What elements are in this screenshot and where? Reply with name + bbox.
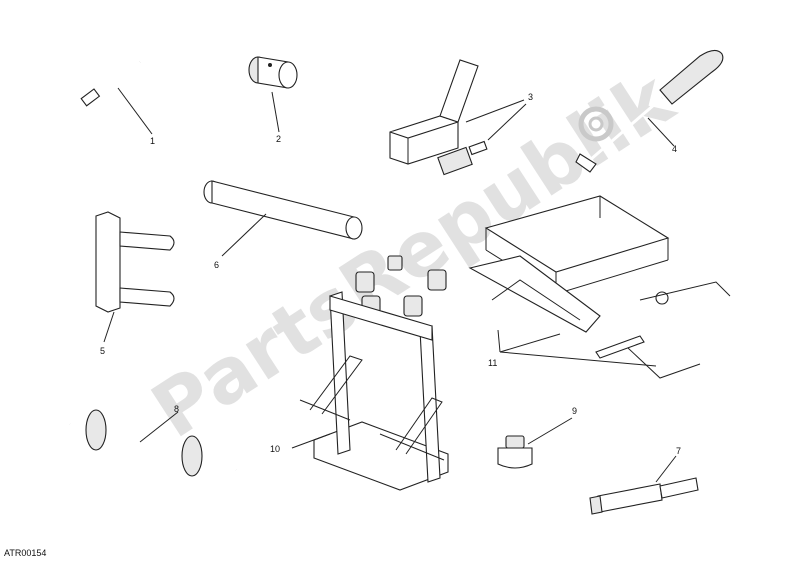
part-1-pin-tool <box>80 61 153 135</box>
part-10-stand <box>291 291 449 491</box>
callout-1: 1 <box>150 136 155 146</box>
callout-5: 5 <box>100 346 105 356</box>
part-2-sleeve <box>248 56 298 133</box>
callout-10: 10 <box>270 444 280 454</box>
part-11-lift-stand <box>468 195 731 379</box>
part-9-adapter <box>497 417 573 469</box>
part-5-frame-block <box>95 211 175 343</box>
callout-7: 7 <box>676 446 681 456</box>
callout-4: 4 <box>672 144 677 154</box>
part-7-valve-tool <box>589 455 699 515</box>
part-4-handle-tool <box>575 49 724 173</box>
callout-11: 11 <box>488 358 497 368</box>
callout-8: 8 <box>174 404 179 414</box>
part-3-case-and-tool <box>389 59 527 176</box>
part-6-roller-tube <box>203 180 363 257</box>
watermark-gear-icon <box>578 106 614 142</box>
callout-labels: 1 2 3 4 5 6 7 8 9 10 11 <box>100 92 681 456</box>
callout-3: 3 <box>528 92 533 102</box>
callout-9: 9 <box>572 406 577 416</box>
callout-6: 6 <box>214 260 219 270</box>
callout-2: 2 <box>276 134 281 144</box>
drawing-code: ATR00154 <box>4 548 47 558</box>
part-8-axle-tool <box>69 409 237 477</box>
